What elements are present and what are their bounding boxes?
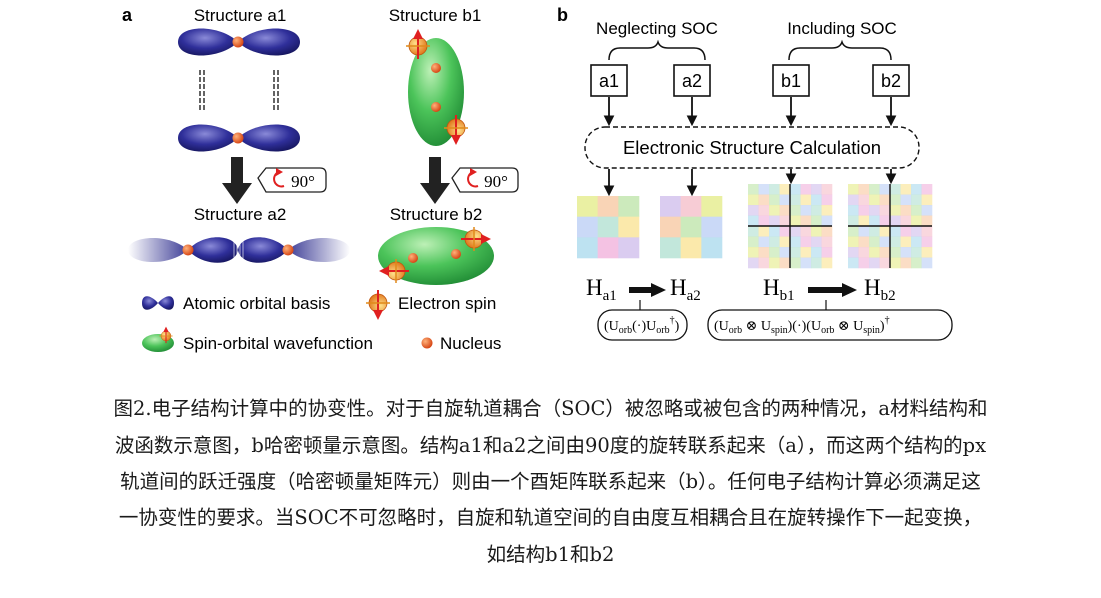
unitary-spin-callout: (Uorb ⊗ Uspin)(·)(Uorb ⊗ Uspin)† <box>707 309 953 341</box>
unitary-spin-formula: (Uorb ⊗ Uspin)(·)(Uorb ⊗ Uspin)† <box>714 315 890 336</box>
box-b2: b2 <box>881 71 901 91</box>
h-b1: Hb1 <box>763 275 795 304</box>
caption-line-5: 如结构b1和b2 <box>486 543 615 566</box>
structure-a1-label: Structure a1 <box>194 6 287 25</box>
box-a1: a1 <box>599 71 619 91</box>
caption-line-3: 轨道间的跃迁强度（哈密顿量矩阵元）则由一个酉矩阵联系起来（b）。任何电子结构计算… <box>120 470 981 493</box>
hamiltonian-matrices <box>577 184 933 269</box>
panel-a-label: a <box>122 5 133 25</box>
dashed-connectors <box>199 70 279 110</box>
unitary-orb-callout: (Uorb(·)Uorb†) <box>597 309 688 341</box>
legend-nucleus: Nucleus <box>440 334 501 353</box>
legend-electron-spin: Electron spin <box>398 294 496 313</box>
legend-atomic-orbital: Atomic orbital basis <box>183 294 330 313</box>
legend-spin-orbital: Spin-orbital wavefunction <box>183 334 373 353</box>
brace-including <box>788 39 892 61</box>
legend-nucleus-icon <box>421 337 433 349</box>
h-a2: Ha2 <box>670 275 701 304</box>
arrows-to-calc <box>603 97 897 127</box>
structure-boxes: a1 a2 b1 b2 <box>590 64 910 97</box>
unitary-orb-formula: (Uorb(·)Uorb†) <box>604 315 680 336</box>
orbital-a1-top <box>178 28 300 56</box>
including-soc-label: Including SOC <box>787 19 897 38</box>
orbital-a2 <box>128 237 350 263</box>
box-b1: b1 <box>781 71 801 91</box>
h-a1: Ha1 <box>586 275 617 304</box>
rotation-arrow-b <box>420 157 450 204</box>
figure-diagram: a Structure a1 Structure b1 90° <box>122 5 953 353</box>
spin-orbital-b2 <box>378 227 494 285</box>
brace-neglecting <box>608 39 706 61</box>
orbital-a1-middle <box>178 124 300 152</box>
neglecting-soc-label: Neglecting SOC <box>596 19 718 38</box>
box-a2: a2 <box>682 71 702 91</box>
legend: Atomic orbital basis Electron spin Spin-… <box>142 290 501 353</box>
caption-line-1: 图2.电子结构计算中的协变性。对于自旋轨道耦合（SOC）被忽略或被包含的两种情况… <box>113 397 988 420</box>
rotation-arrow-a <box>222 157 252 204</box>
spin-orbital-b1 <box>406 31 468 146</box>
nucleus-icon <box>232 36 244 48</box>
calc-box <box>584 126 920 169</box>
thick-arrows <box>629 283 857 310</box>
caption-line-4: 一协变性的要求。当SOC不可忽略时，自旋和轨道空间的自由度互相耦合且在旋转操作下… <box>118 506 983 529</box>
rotation-callout-a: 90° <box>257 167 327 193</box>
structure-b1-label: Structure b1 <box>389 6 482 25</box>
legend-electron-spin-icon <box>366 290 390 318</box>
panel-b-label: b <box>557 5 568 25</box>
caption-line-2: 波函数示意图，b哈密顿量示意图。结构a1和a2之间由90度的旋转联系起来（a），… <box>114 434 987 457</box>
rotation-callout-b: 90° <box>451 167 519 193</box>
arrows-to-matrices <box>603 169 897 197</box>
hamiltonian-labels: Ha1 Ha2 Hb1 Hb2 <box>586 275 896 304</box>
structure-a2-label: Structure a2 <box>194 205 287 224</box>
legend-spin-orbital-icon <box>142 328 174 352</box>
structure-b2-label: Structure b2 <box>390 205 483 224</box>
rotation-90-b: 90° <box>484 172 508 191</box>
legend-atomic-orbital-icon <box>142 296 174 310</box>
calc-label: Electronic Structure Calculation <box>623 137 881 158</box>
rotation-90-a: 90° <box>291 172 315 191</box>
h-b2: Hb2 <box>864 275 896 304</box>
